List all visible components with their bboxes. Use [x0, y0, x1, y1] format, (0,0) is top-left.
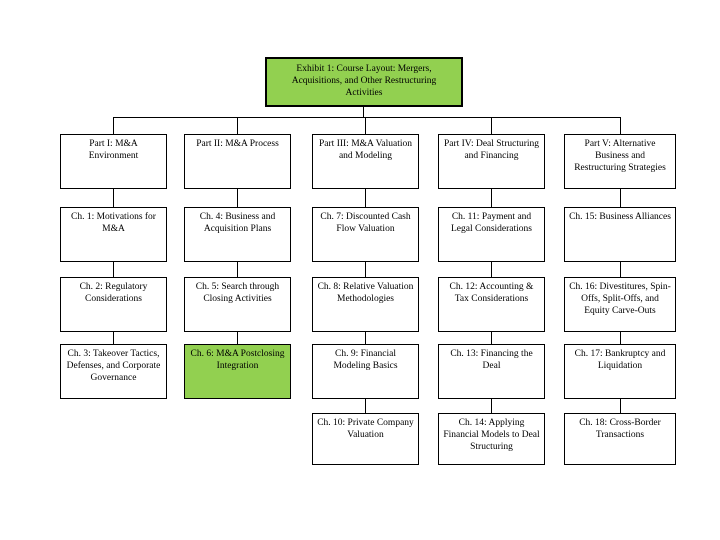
- chapter-16-box: Ch. 16: Divestitures, Spin-Offs, Split-O…: [564, 277, 676, 332]
- connector-line: [113, 117, 114, 134]
- connector-line: [237, 189, 238, 207]
- chapter-4-box: Ch. 4: Business and Acquisition Plans: [184, 207, 291, 262]
- connector-line: [491, 262, 492, 277]
- connector-line: [237, 117, 238, 134]
- chapter-15-box: Ch. 15: Business Alliances: [564, 207, 676, 262]
- chapter-6-box-highlighted: Ch. 6: M&A Postclosing Integration: [184, 344, 291, 399]
- part-1-box: Part I: M&A Environment: [60, 134, 167, 189]
- connector-line: [113, 332, 114, 344]
- chapter-14-box: Ch. 14: Applying Financial Models to Dea…: [438, 413, 545, 465]
- chapter-5-box: Ch. 5: Search through Closing Activities: [184, 277, 291, 332]
- connector-line-header: [363, 107, 364, 118]
- chapter-8-box: Ch. 8: Relative Valuation Methodologies: [312, 277, 419, 332]
- chapter-10-box: Ch. 10: Private Company Valuation: [312, 413, 419, 465]
- connector-line: [365, 332, 366, 344]
- connector-line: [620, 262, 621, 277]
- chapter-1-box: Ch. 1: Motivations for M&A: [60, 207, 167, 262]
- connector-line: [365, 262, 366, 277]
- connector-line: [620, 117, 621, 134]
- connector-line: [620, 332, 621, 344]
- connector-line: [491, 189, 492, 207]
- exhibit-title-box: Exhibit 1: Course Layout: Mergers, Acqui…: [265, 57, 463, 107]
- part-4-box: Part IV: Deal Structuring and Financing: [438, 134, 545, 189]
- chapter-9-box: Ch. 9: Financial Modeling Basics: [312, 344, 419, 399]
- part-3-box: Part III: M&A Valuation and Modeling: [312, 134, 419, 189]
- connector-line: [620, 399, 621, 413]
- connector-line: [620, 189, 621, 207]
- connector-line: [237, 332, 238, 344]
- connector-line: [491, 332, 492, 344]
- chapter-17-box: Ch. 17: Bankruptcy and Liquidation: [564, 344, 676, 399]
- chapter-2-box: Ch. 2: Regulatory Considerations: [60, 277, 167, 332]
- chapter-18-box: Ch. 18: Cross-Border Transactions: [564, 413, 676, 465]
- connector-line: [365, 399, 366, 413]
- part-2-box: Part II: M&A Process: [184, 134, 291, 189]
- connector-line: [365, 117, 366, 134]
- connector-line: [113, 262, 114, 277]
- chapter-7-box: Ch. 7: Discounted Cash Flow Valuation: [312, 207, 419, 262]
- connector-line: [237, 262, 238, 277]
- connector-line-horizontal: [113, 117, 621, 118]
- connector-line: [491, 117, 492, 134]
- chapter-12-box: Ch. 12: Accounting & Tax Considerations: [438, 277, 545, 332]
- chapter-13-box: Ch. 13: Financing the Deal: [438, 344, 545, 399]
- part-5-box: Part V: Alternative Business and Restruc…: [564, 134, 676, 189]
- chapter-11-box: Ch. 11: Payment and Legal Considerations: [438, 207, 545, 262]
- connector-line: [491, 399, 492, 413]
- connector-line: [365, 189, 366, 207]
- chapter-3-box: Ch. 3: Takeover Tactics, Defenses, and C…: [60, 344, 167, 399]
- connector-line: [113, 189, 114, 207]
